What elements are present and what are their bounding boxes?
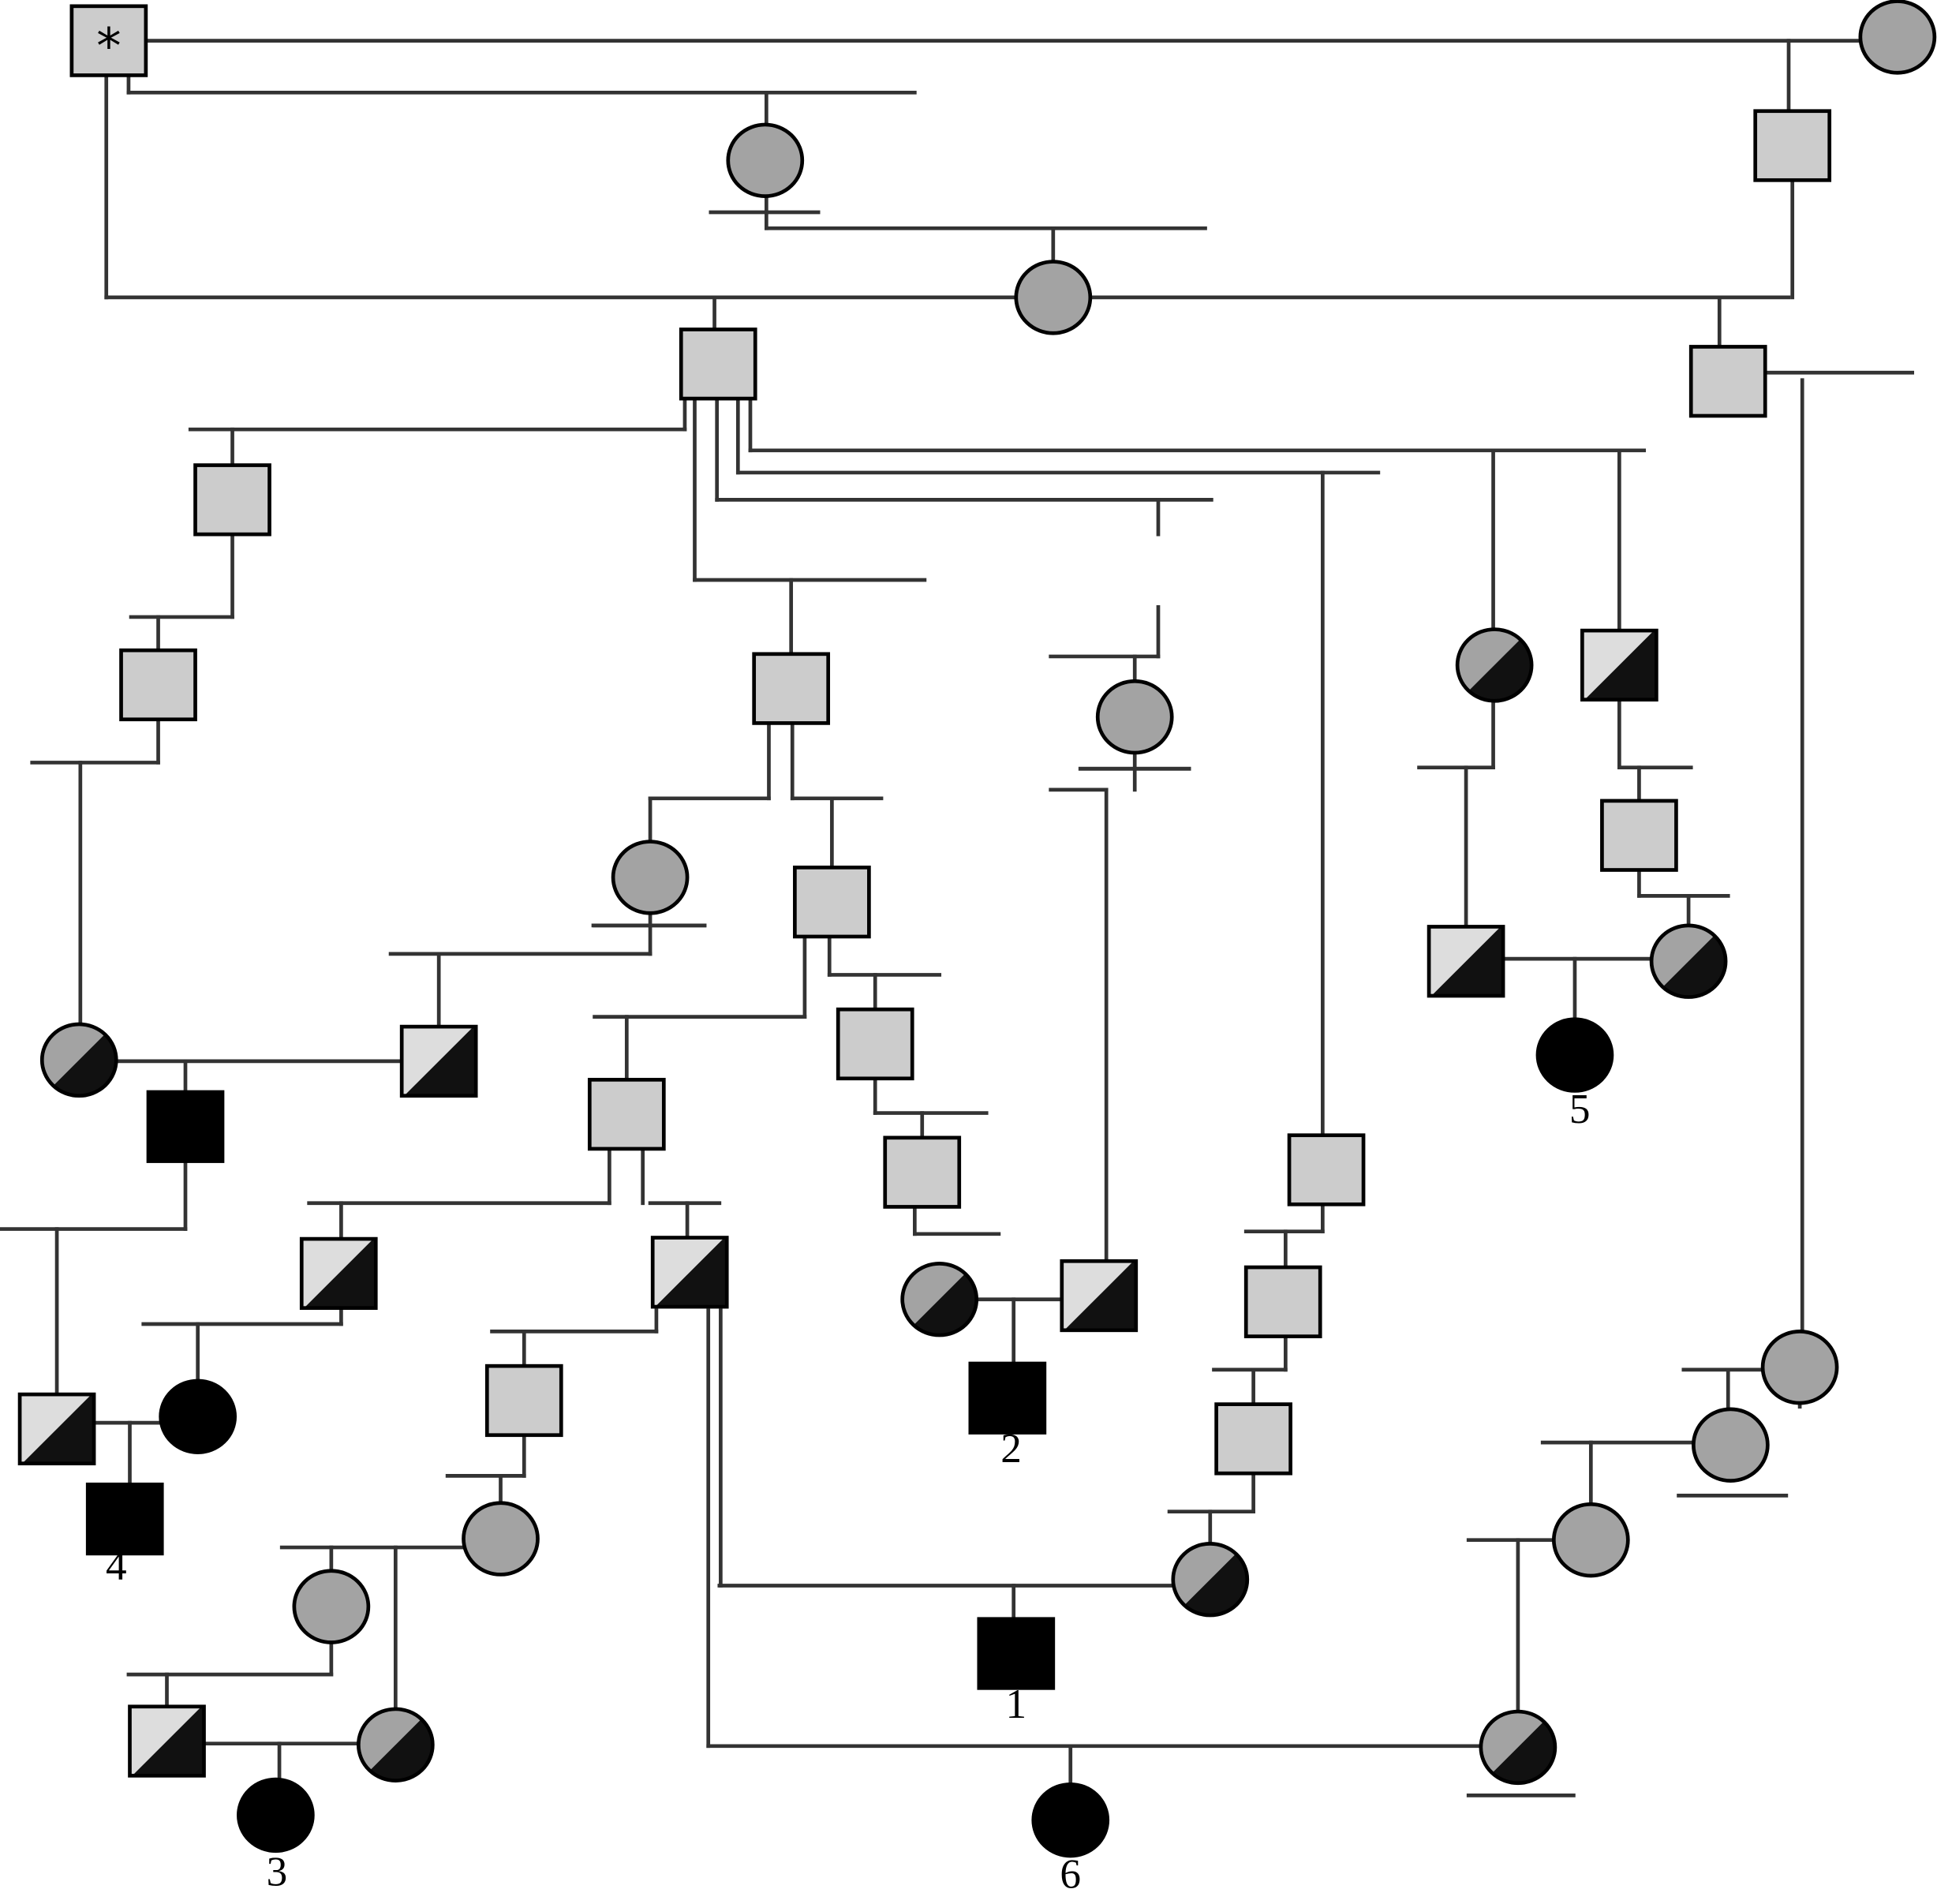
carrier-male-symbol [128,1704,206,1778]
unaffected-male-symbol [119,648,197,722]
case-label-3: 3 [267,1849,288,1895]
carrier-male-symbol [1427,925,1505,998]
case-label-6: 6 [1060,1851,1081,1898]
affected-female-symbol [237,1777,315,1854]
affected-female-symbol [159,1378,237,1454]
unaffected-male-symbol [1287,1133,1366,1206]
carrier-male-symbol [399,1024,478,1098]
carrier-female-symbol [900,1262,979,1337]
unaffected-female-symbol [611,840,690,915]
unaffected-male-symbol [1753,109,1832,182]
unaffected-male-symbol [1600,799,1678,872]
affected-male-symbol [968,1361,1047,1435]
unaffected-female-symbol [1760,1330,1839,1405]
carrier-female-symbol [1479,1709,1557,1786]
unaffected-male-symbol [587,1078,666,1151]
case-label-5: 5 [1569,1086,1591,1132]
carrier-female-symbol [356,1707,435,1782]
unaffected-female-symbol [726,122,805,198]
unaffected-female-symbol [1014,260,1093,335]
affected-female-symbol [1031,1782,1110,1858]
unaffected-male-symbol [752,652,831,725]
carrier-female-symbol [39,1022,118,1098]
unaffected-female-symbol [1551,1502,1630,1578]
unaffected-female-symbol [1095,679,1174,755]
unaffected-male-symbol [1243,1265,1322,1338]
case-label-1: 1 [1006,1681,1027,1727]
unaffected-female-symbol [1692,1407,1770,1483]
unaffected-female-symbol [462,1501,540,1577]
affected-male-symbol [146,1090,225,1163]
carrier-male-symbol [17,1392,96,1466]
unaffected-male-symbol [883,1135,962,1209]
carrier-male-symbol [650,1236,729,1309]
carrier-male-symbol [1580,628,1658,702]
unaffected-male-symbol [793,866,871,939]
unaffected-male-symbol [193,463,271,537]
case-label-2: 2 [1000,1425,1022,1472]
unaffected-male-symbol [1688,345,1767,418]
unaffected-male-symbol [1214,1402,1292,1476]
pedigree-individuals: * 5 2 4 3 1 6 [17,0,1937,1898]
proband-marker: * [96,17,121,75]
carrier-male-symbol [299,1236,378,1311]
carrier-female-symbol [1649,923,1728,999]
carrier-male-symbol [1060,1259,1139,1333]
case-label-4: 4 [106,1543,127,1589]
affected-male-symbol [977,1617,1056,1690]
unaffected-male-symbol [836,1007,914,1081]
affected-female-symbol [1535,1017,1614,1093]
unaffected-male-symbol [679,327,757,401]
unaffected-male-symbol [484,1363,563,1438]
carrier-female-symbol [1171,1542,1250,1618]
affected-male-symbol [85,1482,164,1556]
pedigree-lines [0,39,1915,1797]
unaffected-male-symbol: * [69,4,148,77]
unaffected-female-symbol [1858,0,1937,75]
carrier-female-symbol [1455,627,1534,703]
unaffected-female-symbol [292,1569,371,1644]
